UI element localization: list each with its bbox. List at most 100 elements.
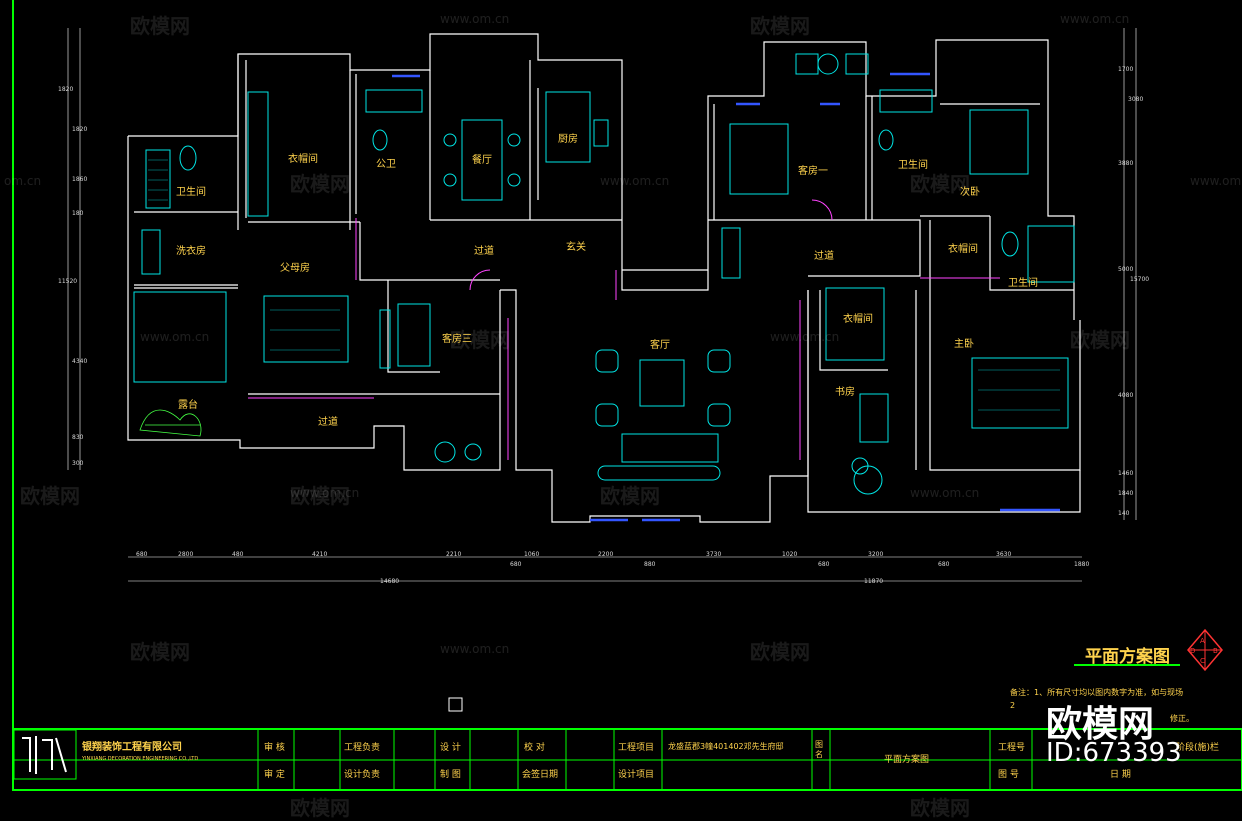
room-label-laundry: 洗衣房 bbox=[176, 246, 206, 257]
dim-label: 2800 bbox=[178, 551, 194, 558]
dim-label: 180 bbox=[72, 210, 84, 217]
dim-label: 3200 bbox=[868, 551, 884, 558]
tb-date-label: 日 期 bbox=[1110, 770, 1131, 780]
drawing-title: 平面方案图 bbox=[1085, 647, 1170, 667]
dim-label: 3080 bbox=[1128, 96, 1144, 103]
tb-sign-date-label: 会签日期 bbox=[522, 770, 559, 780]
dim-label: 1880 bbox=[1074, 561, 1090, 568]
room-label-wardrobe: 衣帽间 bbox=[948, 244, 978, 255]
watermark-url: www.om.cn bbox=[910, 486, 980, 500]
tb-project-value: 龙盛蓝郡3幢401402邓先生府邸 bbox=[668, 742, 784, 751]
drawing-notes: 备注：1、所有尺寸均以图内数字为准，如与现场 2 修正。 bbox=[1010, 686, 1194, 725]
watermark-brand: 欧模网 bbox=[290, 484, 350, 508]
watermark-brand: 欧模网 bbox=[290, 172, 350, 196]
section-mark-b: B bbox=[1213, 647, 1218, 655]
watermark-url: www.om.cn bbox=[1190, 174, 1242, 188]
watermark-brand: 欧模网 bbox=[1070, 328, 1130, 352]
tb-design-lead-label: 设计负责 bbox=[344, 770, 381, 780]
dim-label: 4080 bbox=[1118, 392, 1134, 399]
dim-label: 880 bbox=[644, 561, 656, 568]
door-swings bbox=[248, 199, 1000, 460]
drawing-frame bbox=[12, 0, 1242, 791]
room-label-kitchen: 厨房 bbox=[558, 134, 578, 145]
floor-hatch bbox=[148, 159, 1060, 411]
dim-label: 830 bbox=[72, 434, 84, 441]
section-mark bbox=[1187, 628, 1223, 672]
watermark-url: www.om.cn bbox=[290, 486, 360, 500]
dim-label: 2200 bbox=[598, 551, 614, 558]
watermark-brand: 欧模网 bbox=[910, 172, 970, 196]
watermark-url: www.om.cn bbox=[1060, 12, 1130, 26]
dim-label: 680 bbox=[938, 561, 950, 568]
room-label-parents-room: 父母房 bbox=[280, 263, 310, 274]
tb-design-label: 设 计 bbox=[440, 743, 461, 753]
dim-label: 2210 bbox=[446, 551, 462, 558]
dim-label: 3630 bbox=[996, 551, 1012, 558]
tb-project-no-label: 工程号 bbox=[998, 743, 1026, 753]
room-label-corridor: 过道 bbox=[474, 246, 494, 257]
tb-design-item-label: 设计项目 bbox=[618, 770, 655, 780]
tb-drawing-no-label: 图 号 bbox=[998, 770, 1019, 780]
note-line: 备注：1、所有尺寸均以图内数字为准，如与现场 bbox=[1010, 688, 1184, 697]
room-label-study: 书房 bbox=[835, 387, 855, 398]
room-label-foyer: 玄关 bbox=[566, 242, 586, 253]
dim-label: 1020 bbox=[782, 551, 798, 558]
dim-label: 680 bbox=[818, 561, 830, 568]
watermark-brand: 欧模网 bbox=[750, 640, 810, 664]
dim-total-label: 14680 bbox=[380, 578, 400, 585]
watermark-brand: 欧模网 bbox=[750, 14, 810, 38]
dim-label: 1820 bbox=[72, 126, 88, 133]
section-mark-a: A bbox=[1200, 637, 1205, 645]
dim-label: 1840 bbox=[1118, 490, 1134, 497]
watermark-url: www.om.cn bbox=[770, 330, 840, 344]
room-label-public-wc: 公卫 bbox=[376, 159, 396, 170]
room-label-guest-three: 客房三 bbox=[442, 334, 472, 345]
watermark-brand: 欧模网 bbox=[130, 14, 190, 38]
dim-label: 480 bbox=[232, 551, 244, 558]
terrace-plants bbox=[139, 409, 202, 437]
room-label-master-bedroom: 主卧 bbox=[954, 339, 974, 350]
dim-label: 4210 bbox=[312, 551, 328, 558]
room-label-living: 客厅 bbox=[650, 340, 670, 351]
room-label-corridor: 过道 bbox=[318, 417, 338, 428]
tb-stage-label: 阶段(施)栏 bbox=[1176, 743, 1220, 753]
watermark-brand: 欧模网 bbox=[20, 484, 80, 508]
room-label-wc-left: 卫生间 bbox=[176, 187, 206, 198]
tb-approve-label: 审 定 bbox=[264, 770, 285, 780]
watermark-url: om.cn bbox=[4, 174, 42, 188]
dim-label: 3730 bbox=[706, 551, 722, 558]
dim-label: 300 bbox=[72, 460, 84, 467]
dimension-lines bbox=[67, 28, 1137, 582]
company-name-english: YINXIANG DECORATION ENGINEERING CO.,LTD bbox=[82, 756, 199, 762]
windows bbox=[392, 72, 1060, 522]
watermark-logo: 欧模网 bbox=[1046, 704, 1155, 745]
section-mark-d: D bbox=[1190, 647, 1196, 655]
note-line: 2 bbox=[1010, 701, 1016, 710]
tb-check-label: 校 对 bbox=[524, 743, 545, 753]
tb-project-label: 工程项目 bbox=[618, 743, 655, 753]
note-line: 修正。 bbox=[1170, 714, 1194, 723]
room-label-dining: 餐厅 bbox=[472, 155, 492, 166]
section-mark-c: C bbox=[1200, 657, 1205, 665]
company-logo bbox=[22, 736, 67, 774]
room-label-wc-master: 卫生间 bbox=[1008, 278, 1038, 289]
tb-drawing-name-label: 图名 bbox=[815, 740, 823, 759]
watermark-brand: 欧模网 bbox=[450, 328, 510, 352]
watermark-url: www.om.cn bbox=[440, 12, 510, 26]
room-label-second-bedroom: 次卧 bbox=[960, 187, 980, 198]
watermark-brand: 欧模网 bbox=[290, 796, 350, 820]
small-marker bbox=[448, 697, 463, 712]
dim-label: 1460 bbox=[1118, 470, 1134, 477]
watermark-brand: 欧模网 bbox=[910, 796, 970, 820]
tb-drawing-name-value: 平面方案图 bbox=[884, 755, 930, 765]
tb-draw-label: 制 图 bbox=[440, 770, 461, 780]
tb-eng-lead-label: 工程负责 bbox=[344, 743, 381, 753]
room-label-wardrobe: 衣帽间 bbox=[843, 314, 873, 325]
watermark-url: www.om.cn bbox=[140, 330, 210, 344]
watermark-id: ID:673393 bbox=[1046, 738, 1182, 768]
watermark-brand: 欧模网 bbox=[600, 484, 660, 508]
room-label-wc-right: 卫生间 bbox=[898, 160, 928, 171]
dim-label: 1820 bbox=[58, 86, 74, 93]
